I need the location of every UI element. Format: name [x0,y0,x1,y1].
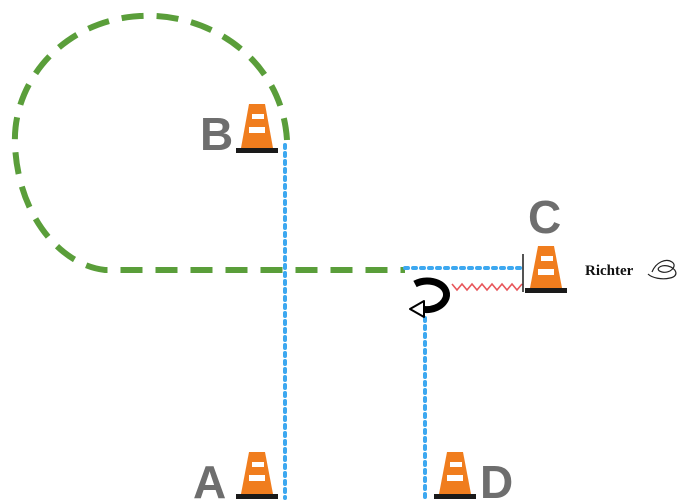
traffic-cone-icon [434,452,476,499]
cone-c-label: C [528,191,561,243]
traffic-cone-icon [236,452,278,499]
cone-a-label: A [193,456,226,503]
traffic-cone-icon [236,104,278,153]
cone-d: D [434,452,513,503]
richter-label: Richter [585,263,634,279]
dashed-loop-path [11,12,405,273]
signature-scribble-icon [647,259,677,280]
cone-d-label: D [480,456,513,503]
curved-arrow-rotation-icon [409,277,450,318]
zigzag-line-icon [451,282,523,292]
cone-b: B [200,104,278,160]
cone-b-label: B [200,108,233,160]
traffic-cone-icon [525,246,567,293]
cone-c: C [525,191,567,293]
cone-a: A [193,452,278,503]
